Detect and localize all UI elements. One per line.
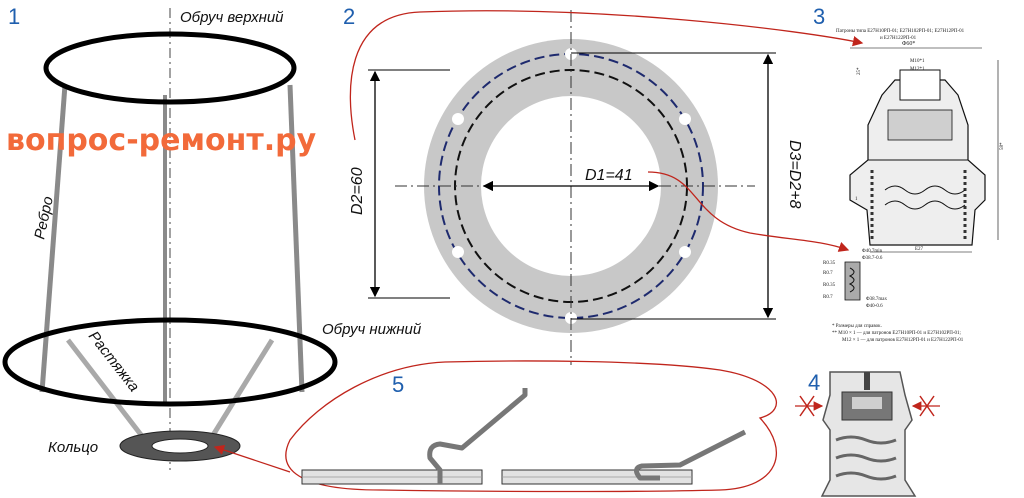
socket-contact: [852, 397, 882, 409]
dim-r07-b: R0.7: [823, 295, 833, 300]
socket-thread: [884, 200, 966, 210]
hole: [452, 113, 464, 125]
label-brace: Растяжка: [85, 328, 143, 395]
socket-groove: [835, 471, 897, 481]
label-ring: Кольцо: [48, 439, 98, 456]
label-d1: D1=41: [585, 167, 633, 184]
thread-detail: Φ40.7min Φ38.7-0.6 Φ38.7max Φ40-0.6 R0.3…: [823, 249, 888, 309]
panel-2-washer: 2 D1=41 D2=60 D3=D2+8: [343, 4, 803, 365]
dim-38-7-max: Φ38.7max: [866, 297, 888, 302]
hole: [679, 246, 691, 258]
dim-40: Φ40-0.6: [866, 304, 883, 309]
bottom-hoop: [2, 317, 338, 407]
label-d3: D3=D2+8: [786, 140, 803, 209]
arrow-to-ring: [213, 444, 291, 473]
label-top-hoop: Обруч верхний: [180, 9, 284, 26]
label-d2: D2=60: [349, 167, 366, 215]
dim-m10: M10*1: [910, 59, 925, 64]
dim-38-7: Φ38.7-0.6: [862, 256, 883, 261]
panel-2-number: 2: [343, 4, 355, 29]
brace-hook-left: [427, 388, 528, 484]
dim-r035-a: R0.35: [823, 261, 836, 266]
panel-1-number: 1: [8, 4, 20, 29]
note-3: M12 × 1 — для патронов Е27Н12РП-01 и Е27…: [842, 338, 964, 343]
panel-1-frame: 1 Обруч верхний Обруч нижний Ребро Растя…: [2, 4, 422, 470]
thread-profile-wave: [848, 267, 855, 293]
cross-right: [919, 395, 935, 417]
panel-4-socket-photo: 4: [795, 370, 940, 497]
arrow-d2-to-socket: [349, 10, 864, 141]
socket-header-1: Патроны типа Е27Н10РП-01; Е27Н102РП-01; …: [836, 29, 965, 34]
cross-left: [799, 395, 815, 417]
dim-r07-a: R0.7: [823, 271, 833, 276]
brace-left: [66, 338, 147, 442]
note-1: * Размеры для справок.: [832, 324, 882, 329]
dim-58: 58*: [1000, 142, 1005, 150]
thread-profile: [844, 261, 861, 301]
socket-contacts: [887, 109, 953, 141]
socket-insert: [841, 391, 893, 421]
rib-left: [39, 84, 68, 393]
top-hoop: [43, 31, 297, 105]
dim-r035-b: R0.35: [823, 283, 836, 288]
socket-groove: [835, 453, 897, 463]
socket-header-2: и Е27Н122РП-01: [880, 36, 917, 41]
socket-nipple: [899, 69, 941, 101]
panel-5-outline: [285, 360, 777, 493]
dim-25: 25*: [857, 67, 862, 75]
rib-right: [287, 84, 305, 393]
panel-4-number: 4: [808, 370, 820, 395]
dim-e27: E27: [915, 247, 924, 252]
watermark-text: вопрос-ремонт.ру: [6, 123, 317, 158]
mounting-holes: [452, 48, 691, 324]
dim-1: 1: [855, 197, 858, 202]
panel-5-brace-attachment: 5: [301, 372, 747, 485]
note-2: ** M10 × 1 — для патронов Е27Н10РП-01 и …: [832, 331, 961, 336]
ring-hole: [151, 438, 209, 454]
arrow-d1-to-thread: [647, 171, 850, 252]
label-bottom-hoop: Обруч нижний: [322, 321, 422, 338]
dim-40-7: Φ40.7min: [862, 249, 883, 254]
hole: [679, 113, 691, 125]
socket-groove: [835, 435, 897, 445]
dim-60: Φ60*: [902, 41, 915, 47]
panel-3-socket-drawing: 3 Патроны типа Е27Н10РП-01; Е27Н102РП-01…: [813, 4, 1005, 343]
panel-5-number: 5: [392, 372, 404, 397]
panel-3-number: 3: [813, 4, 825, 29]
hole: [452, 246, 464, 258]
brace-hook-right: [634, 429, 747, 481]
socket-thread: [884, 185, 966, 195]
brace-right: [207, 338, 275, 442]
